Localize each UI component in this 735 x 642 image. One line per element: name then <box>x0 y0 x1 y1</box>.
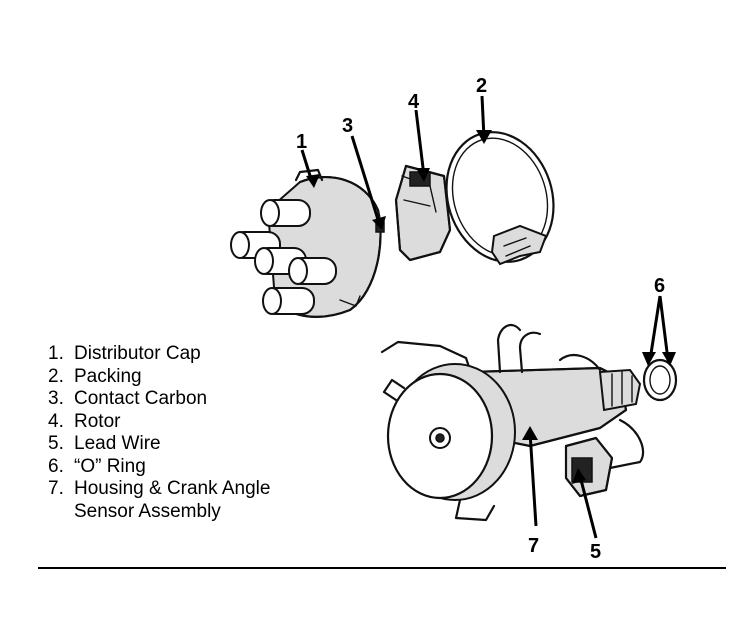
distributor-cap-part <box>230 168 382 318</box>
legend-item: 3. Contact Carbon <box>48 388 270 411</box>
legend-number: 2. <box>48 365 64 387</box>
legend-text: Contact Carbon <box>74 388 208 409</box>
legend-item: 4. Rotor <box>48 411 270 434</box>
bottom-divider <box>38 567 726 569</box>
legend-item: 2. Packing <box>48 366 270 389</box>
callout-3: 3 <box>342 115 353 137</box>
legend-number: 6. <box>48 455 64 477</box>
callout-4: 4 <box>408 91 420 113</box>
lead-wire-part <box>564 436 614 498</box>
parts-legend: 1. Distributor Cap 2. Packing 3. Contact Ca… <box>48 343 270 523</box>
callout-1: 1 <box>296 131 307 153</box>
legend-text: Rotor <box>74 410 121 432</box>
legend-text: Lead Wire <box>74 433 161 454</box>
legend-number: 1. <box>48 343 64 364</box>
legend-number: 5. <box>48 433 64 454</box>
legend-item: 6. “O” Ring <box>48 456 270 479</box>
legend-item: 7. Housing & Crank Angle Sensor Assembly <box>48 478 270 523</box>
housing-assembly-part <box>380 323 645 522</box>
packing-part <box>445 131 555 266</box>
callout-7: 7 <box>528 535 539 557</box>
legend-item: 5. Lead Wire <box>48 433 270 456</box>
legend-text: “O” Ring <box>74 455 146 477</box>
callout-2: 2 <box>476 75 487 97</box>
legend-number: 7. <box>48 478 64 499</box>
legend-text: Distributor Cap <box>74 343 201 364</box>
legend-item: 1. Distributor Cap <box>48 343 270 366</box>
callout-5: 5 <box>590 541 601 563</box>
legend-number: 4. <box>48 410 64 432</box>
legend-number: 3. <box>48 388 64 409</box>
legend-text: Housing & Crank Angle Sensor Assembly <box>74 478 271 522</box>
legend-text: Packing <box>74 365 142 387</box>
o-ring-part <box>642 358 678 402</box>
leader-lines <box>300 95 676 539</box>
callout-6: 6 <box>654 275 665 297</box>
